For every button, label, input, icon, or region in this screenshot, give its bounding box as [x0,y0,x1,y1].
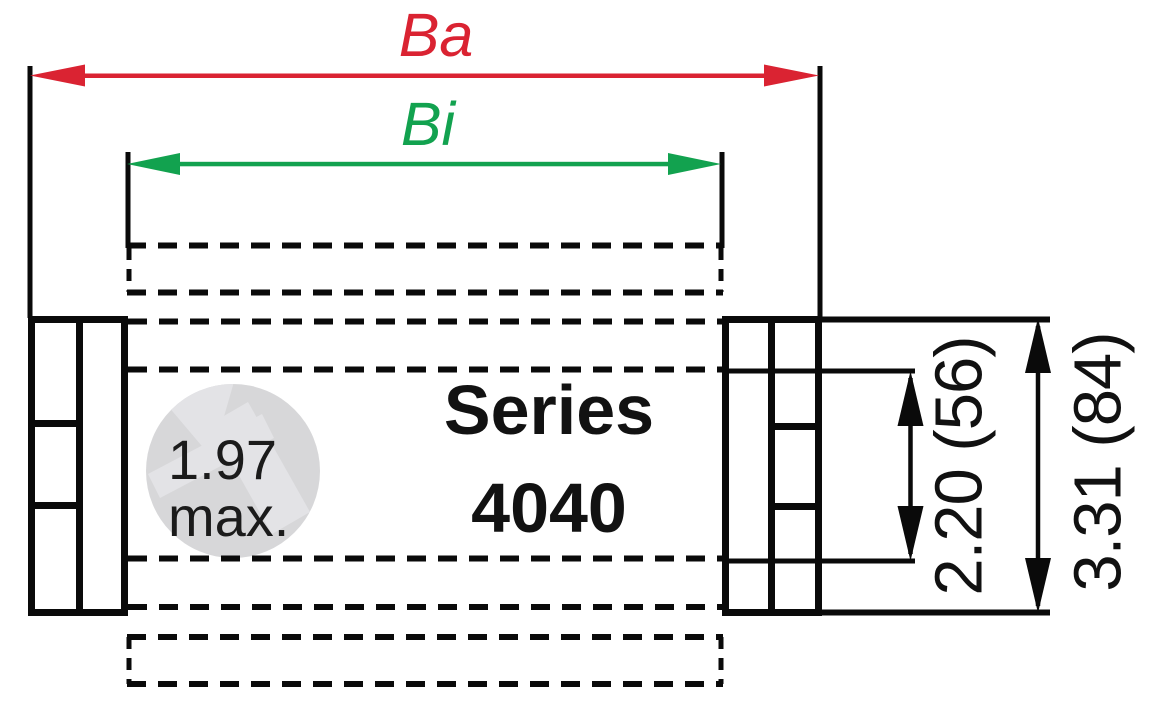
hidden-contour-dashed-ends [126,248,724,684]
inner-height-arrowhead-down [897,506,924,561]
extension-lines [27,66,823,318]
bi-arrowhead-left [127,153,180,175]
watermark-arrow-icon [148,384,310,534]
hidden-contour-dashed [127,242,723,687]
bi-arrowhead-right [668,153,721,175]
outer-height-arrowhead-down [1025,558,1051,613]
inner-width-label: Bi [400,90,456,158]
outer-height-label: 3.31 (84) [1060,332,1136,592]
inner-height-arrowhead-up [897,371,924,426]
right-sideplate [722,316,822,616]
ba-arrowhead-left [30,64,85,87]
series-title-line1: Series [443,371,655,449]
black-arrowheads [897,318,1051,613]
inner-width-arrow [127,153,721,175]
inner-height-extension-lines [722,368,915,564]
bend-radius-value: 1.97 [168,428,277,491]
ba-arrowhead-right [764,64,819,87]
outer-height-arrowhead-up [1025,318,1051,373]
outer-height-extension-lines [818,316,1050,616]
outer-width-arrow [30,64,819,87]
left-sideplate [28,316,128,616]
series-title-line2: 4040 [471,469,627,547]
black-linework [27,66,1050,687]
bend-radius-max-label: max. [168,485,290,548]
inner-height-label: 2.20 (56) [921,336,997,596]
outer-width-label: Ba [398,1,474,69]
bend-radius-circle [146,384,320,558]
